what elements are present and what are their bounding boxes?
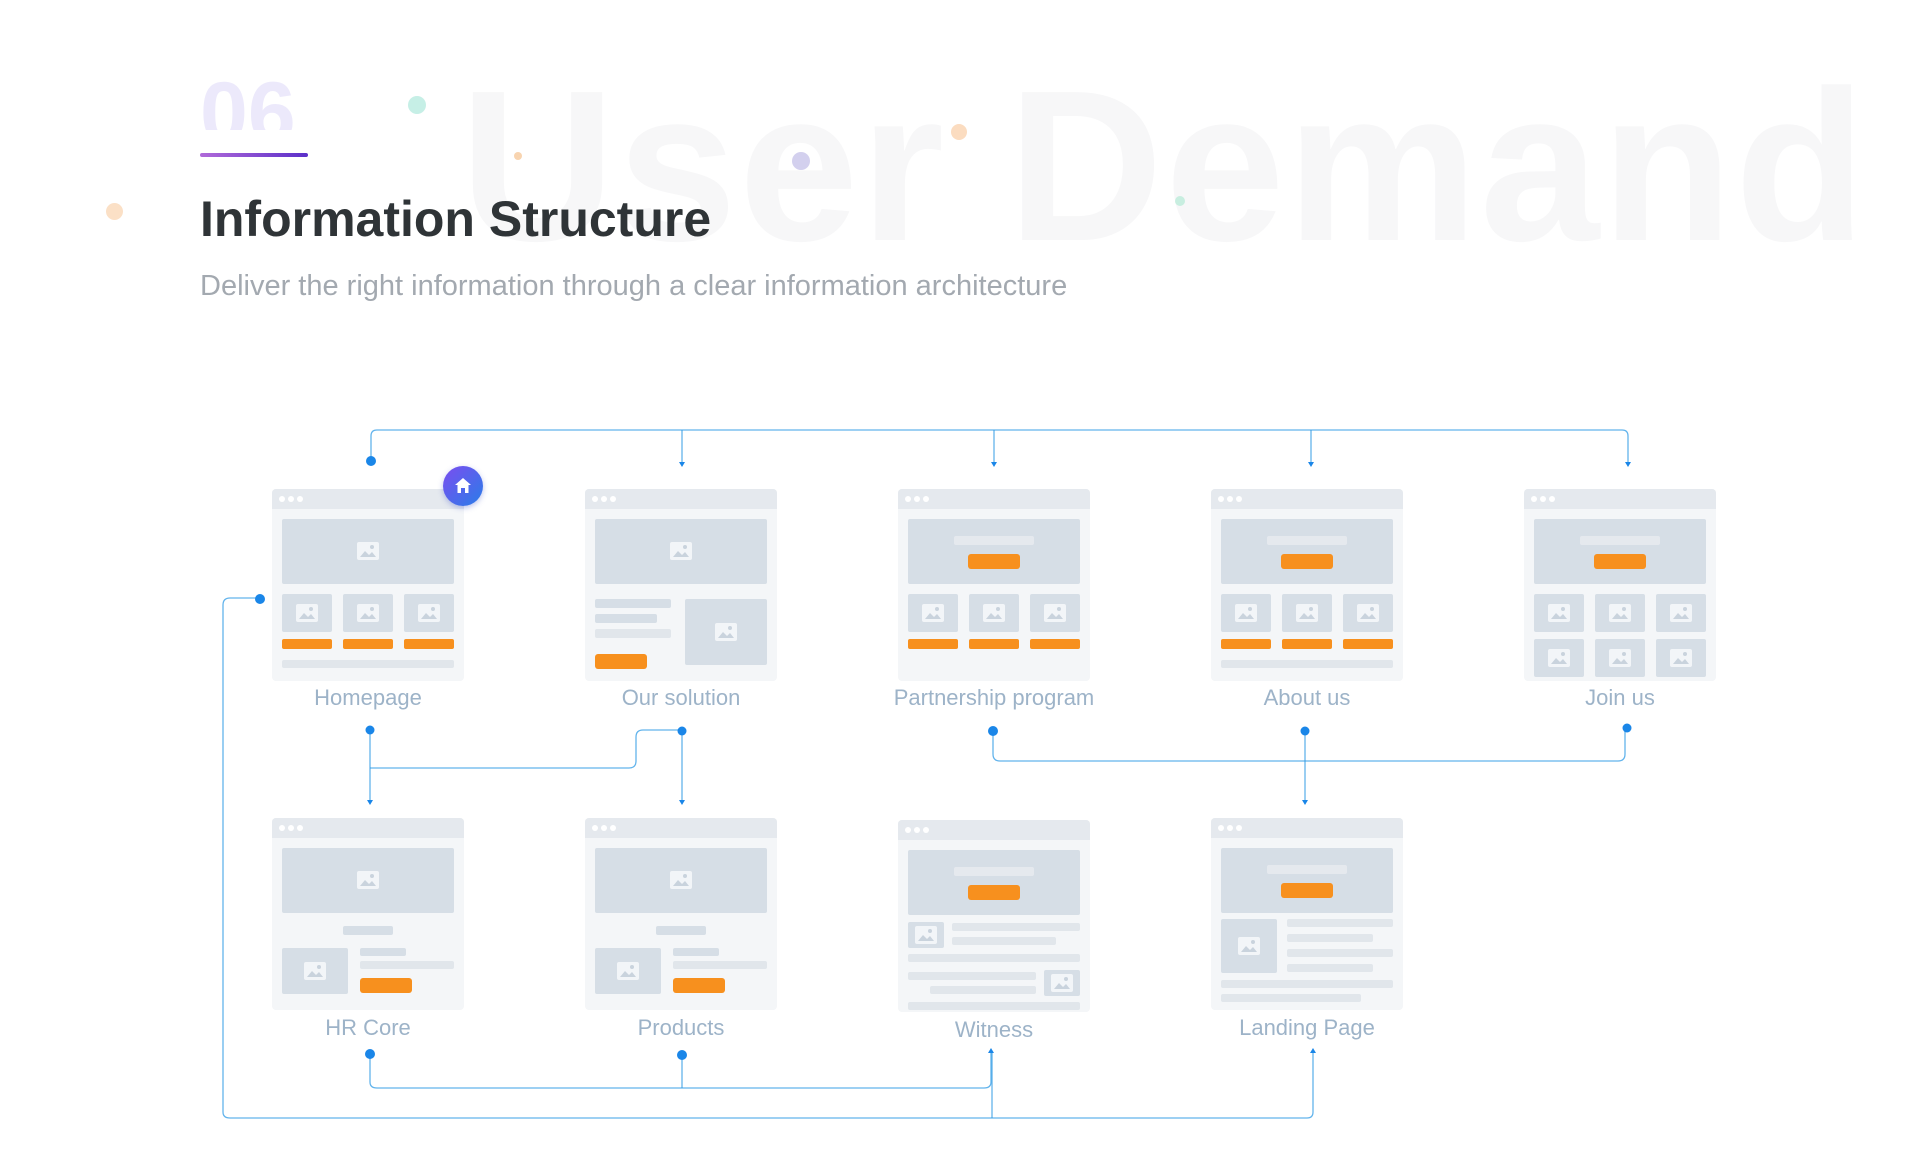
decor-dot (106, 203, 123, 220)
home-badge (443, 466, 483, 506)
home-icon (455, 478, 471, 493)
page-card-join-us[interactable] (1524, 489, 1716, 681)
connector-dots (255, 456, 1632, 1060)
decor-dot (408, 96, 426, 114)
connector-lines (222, 429, 1629, 1119)
page-subtitle: Deliver the right information through a … (200, 270, 1068, 302)
page-label-landing-page: Landing Page (1239, 1015, 1375, 1040)
page-label-join-us: Join us (1585, 685, 1655, 710)
page-title: Information Structure (200, 191, 712, 247)
page-card-hr-core[interactable] (272, 818, 464, 1010)
page-card-witness[interactable] (898, 820, 1090, 1012)
page-label-about-us: About us (1264, 685, 1351, 710)
decor-dot (514, 152, 522, 160)
page-card-about-us[interactable] (1211, 489, 1403, 681)
section-number-underline (200, 153, 308, 157)
background-title: User Demand (460, 45, 1869, 286)
decor-dot (1175, 196, 1185, 206)
connector-arrowheads (367, 462, 1631, 1053)
page-label-hr-core: HR Core (325, 1015, 411, 1040)
page-label-witness: Witness (955, 1017, 1033, 1042)
page-card-homepage[interactable] (272, 489, 464, 681)
section-number: 06 (200, 70, 296, 130)
page-card-partnership-program[interactable] (898, 489, 1090, 681)
decor-dot (792, 152, 810, 170)
page-label-products: Products (638, 1015, 725, 1040)
page-label-partnership-program: Partnership program (894, 685, 1095, 710)
page-card-our-solution[interactable] (585, 489, 777, 681)
decor-dot (951, 124, 967, 140)
page-label-homepage: Homepage (314, 685, 422, 710)
page-card-products[interactable] (585, 818, 777, 1010)
page-card-landing-page[interactable] (1211, 818, 1403, 1010)
page-label-our-solution: Our solution (622, 685, 741, 710)
